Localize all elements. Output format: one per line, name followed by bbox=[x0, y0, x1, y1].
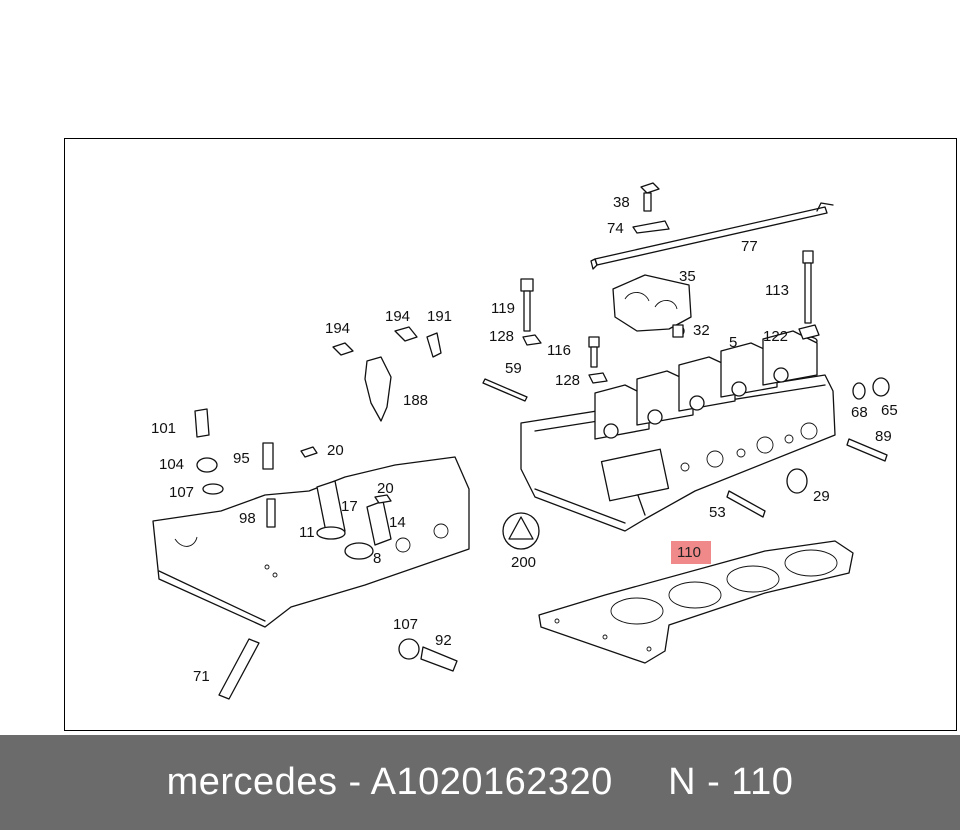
callout-label: 200 bbox=[511, 554, 537, 571]
callout-label: 11 bbox=[299, 524, 315, 541]
callout-label: 101 bbox=[151, 420, 177, 437]
callout-label: 32 bbox=[693, 322, 710, 339]
callout-label: 128 bbox=[489, 328, 515, 345]
callout-label: 194 bbox=[385, 308, 411, 325]
callout-label: 95 bbox=[233, 450, 250, 467]
exploded-parts-drawing bbox=[152, 182, 890, 700]
callout-label: 77 bbox=[741, 238, 758, 255]
callout-label: 92 bbox=[435, 632, 452, 649]
head-gasket-part bbox=[538, 540, 854, 664]
small-fastener-part bbox=[482, 336, 608, 402]
dowel-tube-part bbox=[218, 638, 260, 700]
callout-label: 191 bbox=[427, 308, 453, 325]
callout-label: 35 bbox=[679, 268, 696, 285]
housing-cover-part bbox=[152, 456, 470, 628]
callout-label: 119 bbox=[491, 300, 515, 317]
callout-label: 113 bbox=[765, 282, 789, 299]
rotor-part bbox=[502, 512, 540, 550]
cylinder-head-part bbox=[520, 330, 836, 532]
callout-label: 107 bbox=[393, 616, 419, 633]
callout-label: 20 bbox=[377, 480, 394, 497]
bracket-part bbox=[332, 326, 442, 422]
callout-label: 20 bbox=[327, 442, 344, 459]
callout-label: 29 bbox=[813, 488, 830, 505]
callout-label: 98 bbox=[239, 510, 256, 527]
callout-label: 71 bbox=[193, 668, 210, 685]
long-bolt-part bbox=[520, 250, 818, 346]
sensor-part bbox=[194, 408, 392, 560]
callout-label: 38 bbox=[613, 194, 630, 211]
highlighted-callout-label[interactable]: 110 bbox=[671, 541, 711, 564]
bolt-part bbox=[632, 182, 670, 234]
callout-label: 59 bbox=[505, 360, 522, 377]
callout-label: 5 bbox=[729, 334, 738, 351]
callout-label: 53 bbox=[709, 504, 726, 521]
callout-label: 65 bbox=[881, 402, 898, 419]
callout-label: 14 bbox=[389, 514, 406, 531]
guide-rail-part bbox=[590, 202, 834, 270]
callout-label: 128 bbox=[555, 372, 581, 389]
callout-label: 74 bbox=[607, 220, 624, 237]
callout-label: 89 bbox=[875, 428, 892, 445]
diagram-frame: 38 74 77 35 113 119 32 122 128 116 5 59 … bbox=[64, 138, 957, 731]
callout-label: 122 bbox=[763, 328, 789, 345]
part-number-footer: mercedes - A1020162320 N - 110 bbox=[0, 735, 960, 830]
callout-label: 116 bbox=[547, 342, 571, 359]
callout-label: 104 bbox=[159, 456, 185, 473]
callout-label: 107 bbox=[169, 484, 195, 501]
temperature-sender-part bbox=[398, 638, 458, 672]
callout-label: 68 bbox=[851, 404, 868, 421]
callout-label: 17 bbox=[341, 498, 358, 515]
plug-stud-part bbox=[672, 324, 890, 518]
callout-label: 194 bbox=[325, 320, 351, 337]
callout-label: 8 bbox=[373, 550, 382, 567]
callout-label: 188 bbox=[403, 392, 429, 409]
footer-text: mercedes - A1020162320 N - 110 bbox=[166, 761, 794, 803]
